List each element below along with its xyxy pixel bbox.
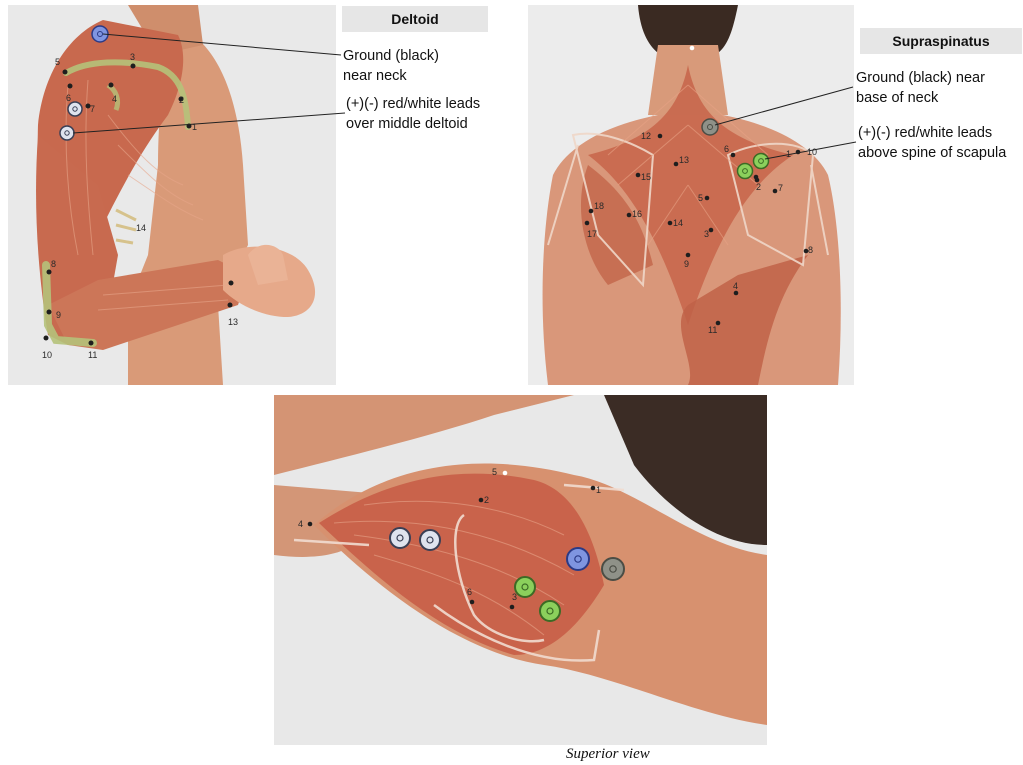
- green-lead-electrode: [515, 577, 535, 597]
- point-number: 6: [467, 587, 472, 597]
- point-number: 2: [179, 95, 184, 105]
- ground-electrode: [92, 26, 108, 42]
- point-number: 17: [587, 229, 597, 239]
- supraspinatus-title: Supraspinatus: [860, 28, 1022, 54]
- supraspinatus-anatomy-image: 1 2 3 4 5 6 7 8 9 10 11 12 13 14 15 16 1…: [528, 5, 854, 385]
- point-number: 8: [51, 259, 56, 269]
- point-number: 14: [673, 218, 683, 228]
- ground-electrode: [702, 119, 718, 135]
- white-lead-electrode: [420, 530, 440, 550]
- superior-view-caption: Superior view: [566, 746, 650, 763]
- point-number: 9: [684, 259, 689, 269]
- point-number: 2: [756, 182, 761, 192]
- point-number: 9: [56, 310, 61, 320]
- point-number: 16: [632, 209, 642, 219]
- supraspinatus-ground-label: Ground (black) near base of neck: [856, 68, 985, 108]
- point-number: 1: [192, 122, 197, 132]
- point-number: 8: [808, 245, 813, 255]
- point-number: 13: [228, 317, 238, 327]
- point-number: 4: [298, 519, 303, 529]
- green-lead-electrode: [754, 154, 769, 169]
- point-number: 4: [112, 94, 117, 104]
- point-number: 10: [807, 147, 817, 157]
- point-number: 12: [641, 131, 651, 141]
- point-number: 5: [698, 193, 703, 203]
- gray-ground-electrode: [602, 558, 624, 580]
- point-number: 15: [641, 172, 651, 182]
- point-number: 3: [704, 229, 709, 239]
- point-number: 18: [594, 201, 604, 211]
- supraspinatus-leads-label: (+)(-) red/white leads above spine of sc…: [858, 123, 1006, 163]
- point-number: 4: [733, 281, 738, 291]
- point-number: 11: [708, 325, 717, 335]
- deltoid-ground-label: Ground (black) near neck: [343, 46, 439, 86]
- green-lead-electrode: [540, 601, 560, 621]
- point-number: 11: [88, 350, 97, 360]
- deltoid-title: Deltoid: [342, 6, 488, 32]
- point-number: 14: [136, 223, 146, 233]
- white-lead-electrode: [390, 528, 410, 548]
- point-number: 5: [492, 467, 497, 477]
- deltoid-leads-label: (+)(-) red/white leads over middle delto…: [346, 94, 480, 134]
- point-number: 6: [66, 93, 71, 103]
- point-number: 7: [778, 183, 783, 193]
- point-number: 10: [42, 350, 52, 360]
- point-number: 1: [596, 485, 601, 495]
- ground-electrode: [567, 548, 589, 570]
- point-number: 13: [679, 155, 689, 165]
- point-number: 1: [786, 149, 791, 159]
- deltoid-anatomy-image: 1 2 3 4 5 6 7 8 9 10 11 13 14: [8, 5, 336, 385]
- point-number: 5: [55, 57, 60, 67]
- green-lead-electrode: [738, 164, 753, 179]
- white-lead-electrode: [60, 126, 74, 140]
- point-number: 3: [130, 52, 135, 62]
- point-number: 6: [724, 144, 729, 154]
- superior-view-anatomy-image: 1 2 3 4 5 6: [274, 395, 767, 745]
- point-number: 7: [90, 104, 95, 114]
- white-lead-electrode: [68, 102, 82, 116]
- point-number: 2: [484, 495, 489, 505]
